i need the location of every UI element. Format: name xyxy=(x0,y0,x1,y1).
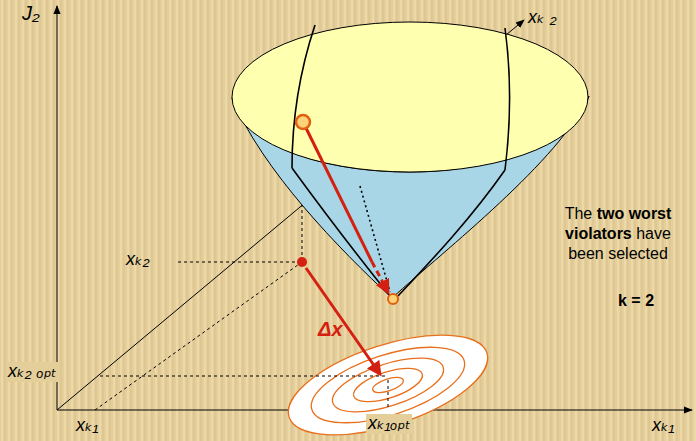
optimum-point xyxy=(388,294,398,304)
meridians xyxy=(292,25,510,296)
axis-label: xₖ₁ xyxy=(652,416,674,436)
paraboloid-top xyxy=(232,22,588,172)
coordinate-label: xₖ₂ ₒₚₜ xyxy=(6,362,59,382)
k-label: k = 2 xyxy=(618,292,654,310)
start-point xyxy=(296,115,310,129)
axis-label: J₂ xyxy=(22,2,40,24)
coordinate-label: xₖ₁ xyxy=(76,416,98,436)
coordinate-label: xₖ₂ xyxy=(126,250,150,270)
projected-point xyxy=(297,257,307,267)
axis-label: xₖ ₂ xyxy=(528,8,557,28)
note-text: The xyxy=(565,205,593,222)
coordinate-label: xₖ₁ₒₚₜ xyxy=(366,414,412,434)
step-arrow xyxy=(306,128,372,262)
step-arrow-dashed xyxy=(372,262,388,292)
contour-lines xyxy=(277,315,500,441)
step-label: Δx xyxy=(318,318,343,340)
delta-arrow xyxy=(306,268,380,374)
j-axis xyxy=(57,6,58,410)
note-text: The two worst violators have been select… xyxy=(548,204,688,264)
